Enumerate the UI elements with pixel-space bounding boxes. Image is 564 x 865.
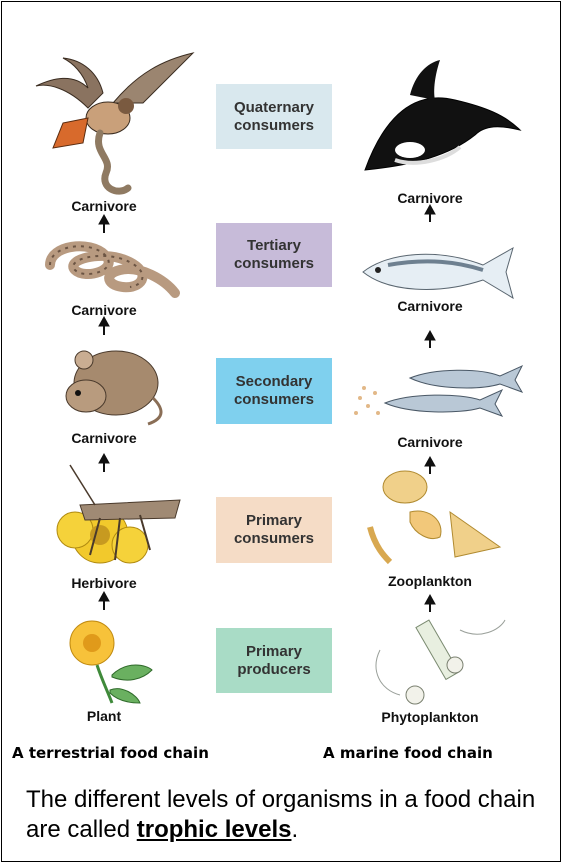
terrestrial-label-tertiary: Carnivore	[34, 302, 174, 318]
marine-label-quaternary: Carnivore	[360, 190, 500, 206]
terrestrial-chain-title: A terrestrial food chain	[12, 744, 209, 762]
terrestrial-label-secondary: Carnivore	[34, 430, 174, 446]
arrow-up-icon	[99, 454, 109, 472]
arrow-up-icon	[425, 457, 435, 474]
arrow-up-icon	[99, 317, 109, 335]
arrow-up-icon	[425, 205, 435, 222]
terrestrial-label-primary: Herbivore	[34, 575, 174, 591]
arrow-up-icon	[425, 331, 435, 348]
marine-label-producer: Phytoplankton	[360, 709, 500, 725]
caption-term: trophic levels	[137, 816, 292, 843]
terrestrial-label-quaternary: Carnivore	[34, 198, 174, 214]
marine-label-primary: Zooplankton	[360, 573, 500, 589]
caption-end: .	[291, 816, 298, 843]
arrow-up-icon	[99, 592, 109, 610]
trophic-levels-caption: The different levels of organisms in a f…	[26, 785, 546, 845]
marine-chain-title: A marine food chain	[323, 744, 493, 762]
arrow-up-icon	[425, 595, 435, 612]
marine-label-secondary: Carnivore	[360, 434, 500, 450]
terrestrial-label-producer: Plant	[34, 708, 174, 724]
arrow-up-icon	[99, 215, 109, 233]
marine-label-tertiary: Carnivore	[360, 298, 500, 314]
